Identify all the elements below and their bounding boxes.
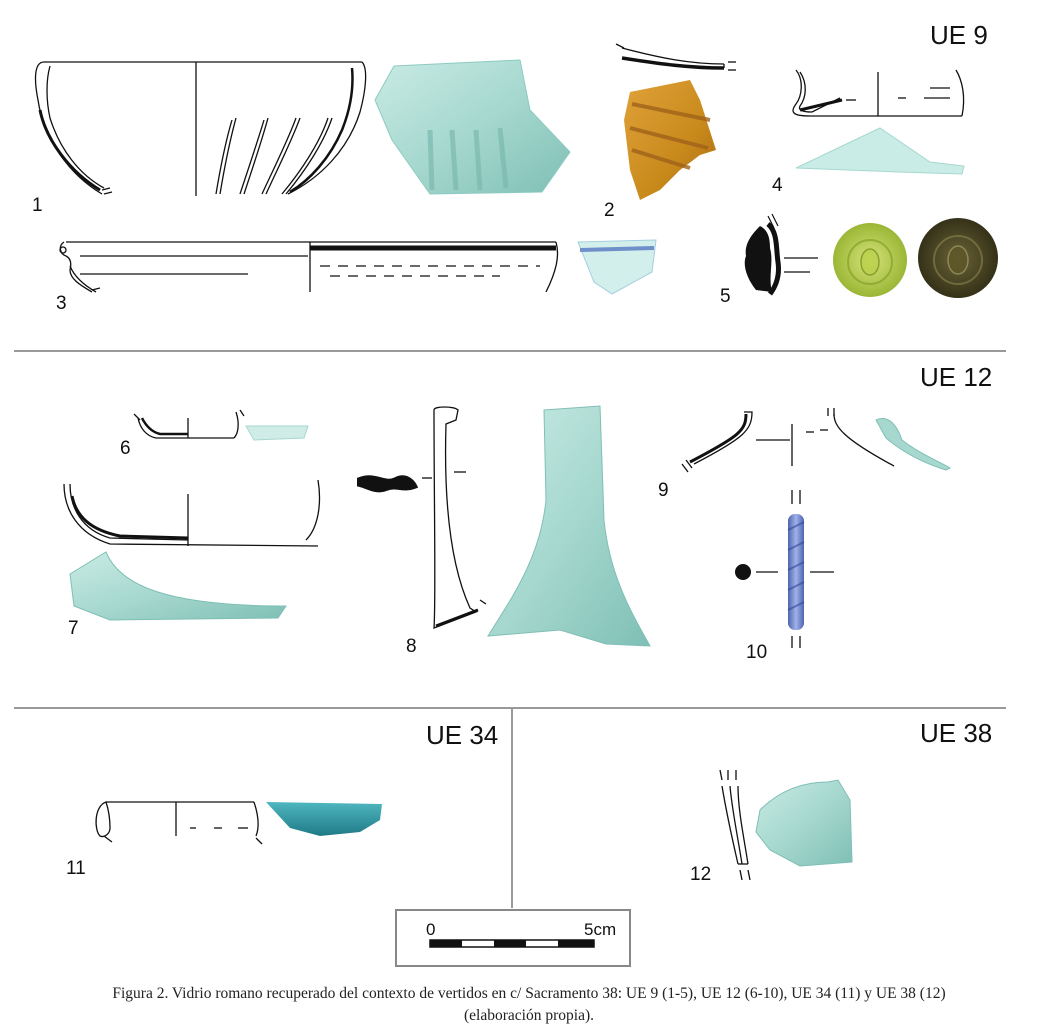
item-7-photo xyxy=(69,551,287,621)
item-1-photo xyxy=(374,59,571,195)
item-10-photo xyxy=(788,514,804,630)
item-2-drawing xyxy=(615,43,736,71)
item-5-drawing xyxy=(744,213,818,296)
item-8-drawing xyxy=(422,406,487,629)
item-4-photo xyxy=(795,127,965,175)
item-number-11: 11 xyxy=(66,858,86,879)
item-4-drawing xyxy=(792,69,965,117)
item-12-photo xyxy=(755,779,853,867)
item-number-6: 6 xyxy=(120,438,131,459)
item-9-drawing xyxy=(681,408,895,473)
item-3-drawing xyxy=(59,241,559,293)
item-8-section xyxy=(357,475,419,493)
caption-line-2: (elaboración propia). xyxy=(464,1006,594,1024)
section-label-ue38: UE 38 xyxy=(920,718,993,748)
item-7-drawing xyxy=(63,479,321,547)
item-3-photo xyxy=(577,239,657,295)
item-5-photo-green xyxy=(833,223,907,297)
figure-caption: Figura 2. Vidrio romano recuperado del c… xyxy=(10,983,1048,1026)
item-number-3: 3 xyxy=(56,293,67,314)
item-10-section xyxy=(735,564,751,580)
item-number-7: 7 xyxy=(68,618,79,639)
item-5-photo-dark xyxy=(918,218,998,298)
section-label-ue12: UE 12 xyxy=(920,362,993,392)
scale-label-end: 5cm xyxy=(584,920,617,939)
item-number-10: 10 xyxy=(746,642,768,663)
section-label-ue34: UE 34 xyxy=(426,720,499,750)
scale-bar xyxy=(429,939,595,948)
item-10-drawing xyxy=(756,490,834,648)
item-12-drawing xyxy=(719,769,751,881)
caption-line-1: Figura 2. Vidrio romano recuperado del c… xyxy=(112,985,946,1002)
scale-box xyxy=(395,909,631,967)
item-9-photo xyxy=(875,418,952,471)
item-number-2: 2 xyxy=(604,200,615,221)
item-6-photo xyxy=(245,425,309,441)
item-number-1: 1 xyxy=(32,195,43,216)
item-number-12: 12 xyxy=(690,864,712,885)
section-label-ue9: UE 9 xyxy=(930,20,988,50)
item-2-photo-ribs xyxy=(629,102,711,170)
item-11-drawing xyxy=(95,801,263,845)
section-dividers xyxy=(14,350,1006,908)
item-number-9: 9 xyxy=(658,480,669,501)
item-number-4: 4 xyxy=(772,175,783,196)
item-1-drawing xyxy=(34,61,367,196)
item-1-photo-ribs xyxy=(427,127,509,191)
item-3-photo-rim xyxy=(579,246,655,252)
item-number-5: 5 xyxy=(720,286,731,307)
item-6-drawing xyxy=(133,409,245,439)
scale-label-start: 0 xyxy=(426,920,436,939)
item-10-photo-twist xyxy=(787,521,805,611)
item-11-photo xyxy=(266,802,382,836)
item-8-photo xyxy=(487,405,651,647)
item-number-8: 8 xyxy=(406,636,417,657)
